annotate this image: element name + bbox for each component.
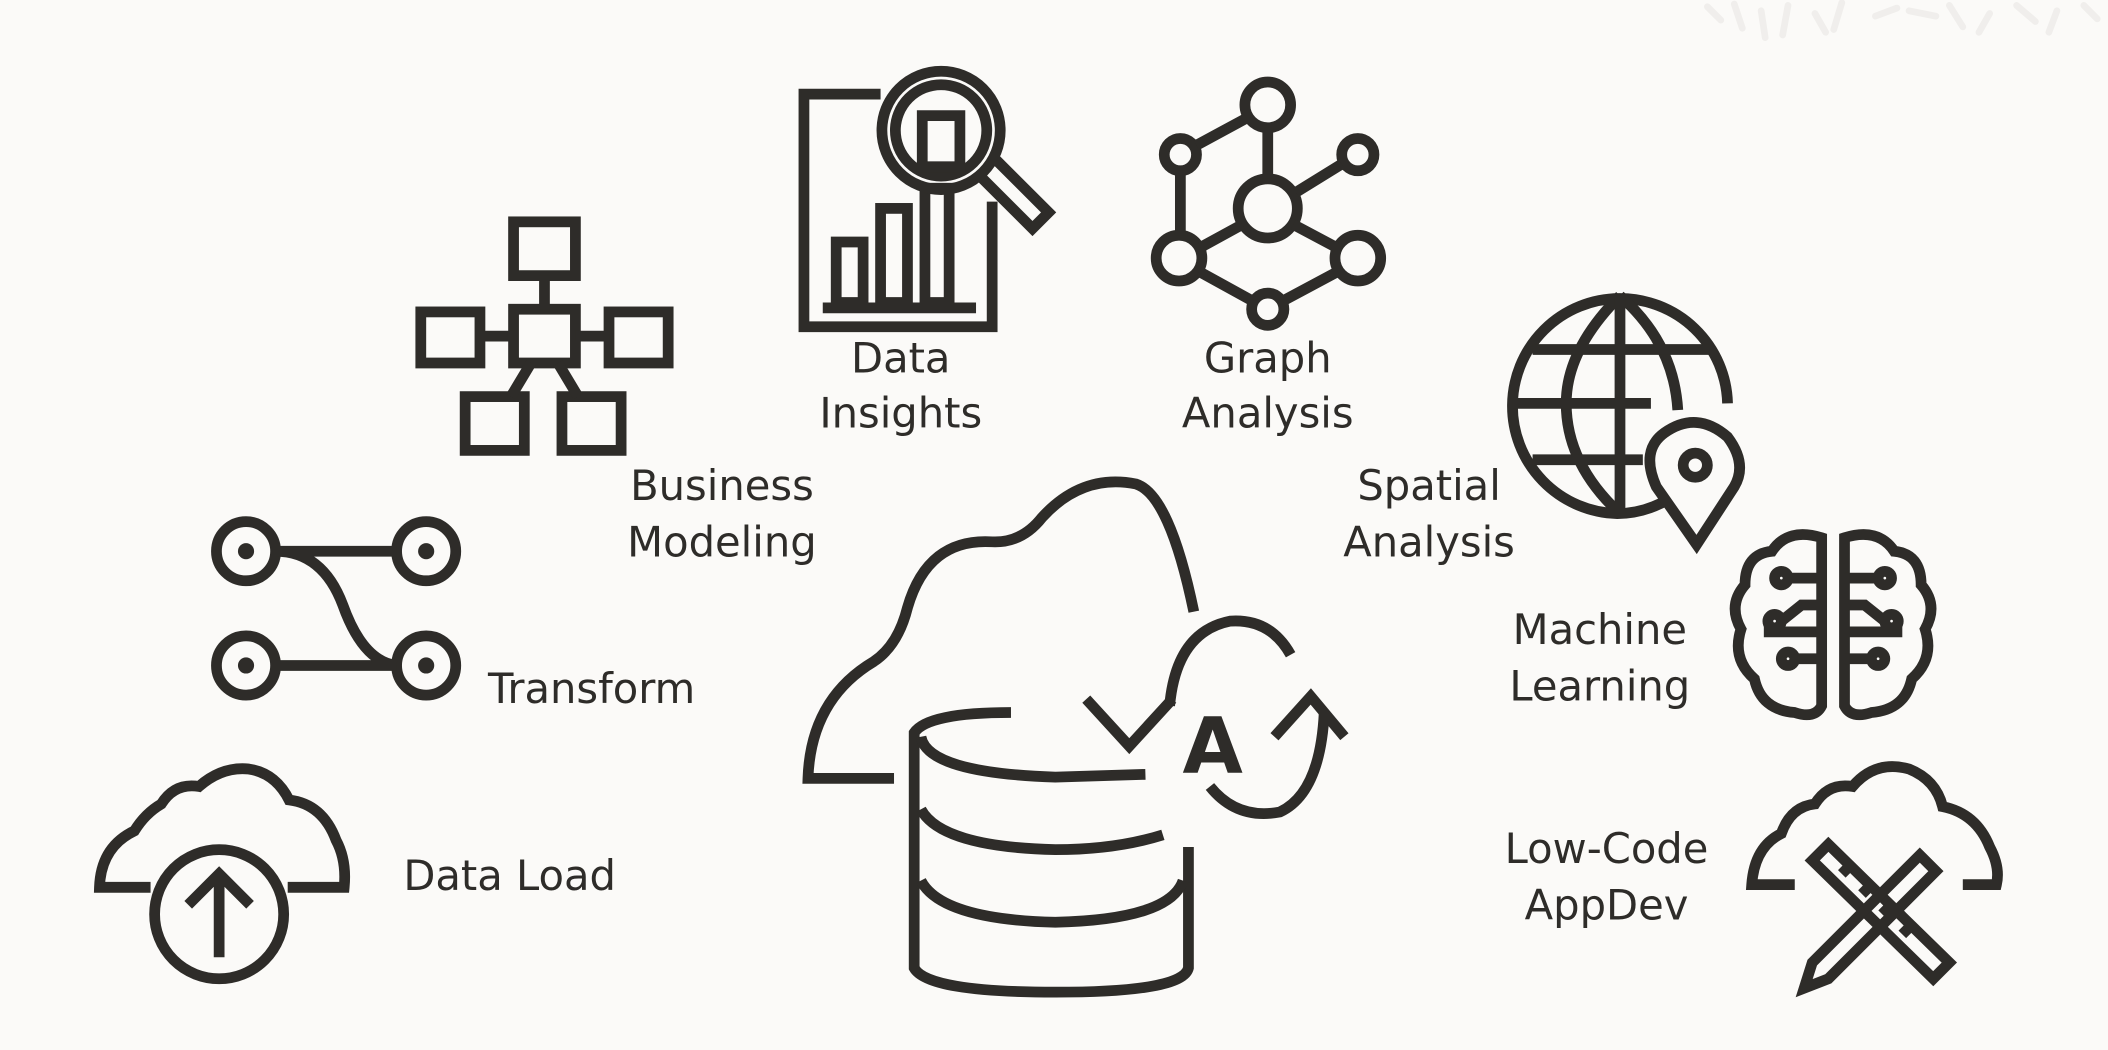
- label-machine-learning-1: Machine: [1513, 605, 1687, 654]
- label-business-modeling-1: Business: [630, 461, 814, 510]
- label-business-modeling-2: Modeling: [627, 518, 816, 567]
- cloud-tools-icon: [1745, 761, 2003, 998]
- label-spatial-analysis-1: Spatial: [1357, 461, 1500, 510]
- label-data-load: Data Load: [403, 851, 616, 900]
- label-machine-learning-2: Learning: [1509, 661, 1690, 710]
- decorative-pattern: [1704, 0, 2101, 42]
- label-low-code-appdev-2: AppDev: [1525, 881, 1689, 930]
- svg-text:A: A: [1182, 702, 1242, 792]
- label-low-code-appdev-1: Low-Code: [1505, 824, 1709, 873]
- label-graph-analysis-1: Graph: [1204, 333, 1332, 382]
- autonomous-database-cloud-icon: A: [802, 476, 1349, 998]
- label-spatial-analysis-2: Analysis: [1343, 518, 1515, 567]
- transform-flow-icon: [211, 516, 462, 701]
- label-data-insights-2: Insights: [819, 389, 982, 438]
- label-graph-analysis-2: Analysis: [1182, 389, 1354, 438]
- brain-circuit-icon: [1729, 529, 1937, 721]
- cloud-upload-icon: [93, 763, 351, 985]
- graph-network-icon: [1150, 76, 1387, 331]
- label-data-insights-1: Data: [851, 333, 950, 382]
- hierarchy-model-icon: [415, 216, 674, 456]
- label-transform: Transform: [487, 664, 695, 713]
- globe-pin-icon: [1507, 291, 1745, 555]
- report-magnifier-icon: [798, 65, 1057, 333]
